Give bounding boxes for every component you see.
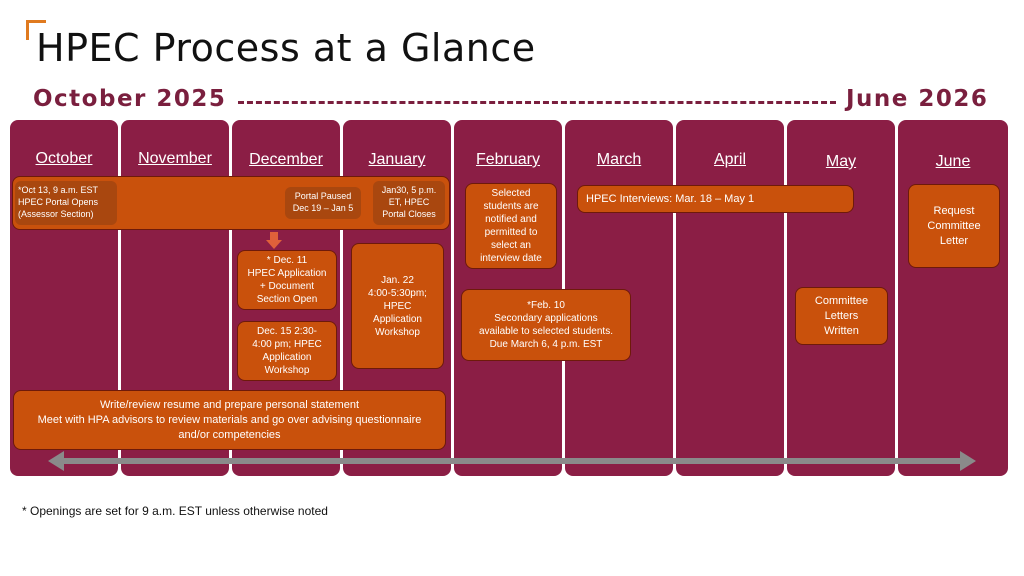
range-dashed-line <box>238 101 836 104</box>
event-interviews: HPEC Interviews: Mar. 18 – May 1 <box>577 185 854 213</box>
month-label-may: May <box>825 153 857 170</box>
arrow-left-icon <box>48 451 64 471</box>
event-may-letters-text: Committee Letters Written <box>814 294 869 337</box>
month-label-december: December <box>249 151 323 168</box>
event-jan-workshop: Jan. 22 4:00-5:30pm; HPEC Application Wo… <box>351 243 444 369</box>
month-label-february: February <box>475 151 541 168</box>
event-dec-workshop-text: Dec. 15 2:30- 4:00 pm; HPEC Application … <box>252 326 322 376</box>
event-feb-secondary: *Feb. 10 Secondary applications availabl… <box>461 289 631 361</box>
timeline-arrow-bar <box>62 458 964 464</box>
event-jan-portal-closes: Jan30, 5 p.m. ET, HPEC Portal Closes <box>373 181 445 225</box>
month-label-april: April <box>713 151 746 168</box>
portal-open-bar: *Oct 13, 9 a.m. EST HPEC Portal Opens (A… <box>12 176 450 230</box>
month-label-january: January <box>368 151 426 168</box>
event-feb-secondary-text: *Feb. 10 Secondary applications availabl… <box>479 300 613 350</box>
event-resume: Write/review resume and prepare personal… <box>13 390 446 450</box>
month-label-november: November <box>138 150 212 167</box>
page-title: HPEC Process at a Glance <box>36 26 536 70</box>
event-may-letters: Committee Letters Written <box>795 287 888 345</box>
range-start-label: October 2025 <box>33 86 227 112</box>
column-june: June <box>898 120 1008 476</box>
event-oct-portal-open: *Oct 13, 9 a.m. EST HPEC Portal Opens (A… <box>15 181 117 225</box>
column-april: April <box>676 120 784 476</box>
event-feb-selected-text: Selected students are notified and permi… <box>480 188 542 264</box>
event-interviews-text: HPEC Interviews: Mar. 18 – May 1 <box>586 192 755 205</box>
event-dec-app-open-text: * Dec. 11 HPEC Application + Document Se… <box>247 255 327 305</box>
event-dec-app-open: * Dec. 11 HPEC Application + Document Se… <box>237 250 337 310</box>
month-label-june: June <box>935 153 971 170</box>
event-june-request: Request Committee Letter <box>908 184 1000 268</box>
footnote: * Openings are set for 9 a.m. EST unless… <box>22 504 328 518</box>
event-dec-workshop: Dec. 15 2:30- 4:00 pm; HPEC Application … <box>237 321 337 381</box>
range-end-label: June 2026 <box>846 86 989 112</box>
event-jan-workshop-text: Jan. 22 4:00-5:30pm; HPEC Application Wo… <box>368 274 427 338</box>
month-label-march: March <box>596 151 642 168</box>
event-june-request-text: Request Committee Letter <box>927 204 981 247</box>
event-feb-selected: Selected students are notified and permi… <box>465 183 557 269</box>
month-label-october: October <box>35 150 93 167</box>
event-resume-text: Write/review resume and prepare personal… <box>37 398 422 441</box>
arrow-right-icon <box>960 451 976 471</box>
title-accent-corner <box>26 20 46 40</box>
event-portal-paused: Portal Paused Dec 19 – Jan 5 <box>285 187 361 219</box>
